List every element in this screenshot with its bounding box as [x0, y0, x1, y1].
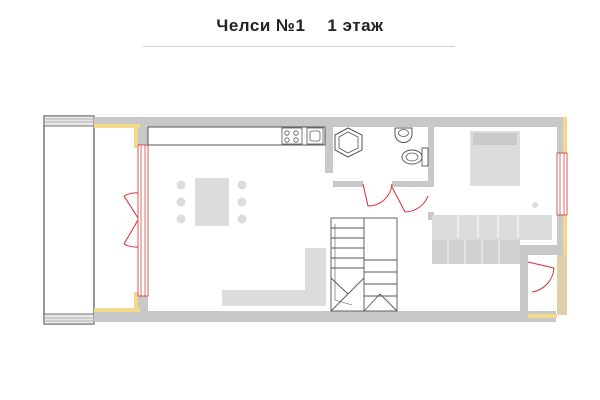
- terrace-door: [123, 192, 139, 248]
- stove-icon: [281, 127, 303, 145]
- terrace: [43, 115, 95, 325]
- sink-icon: [306, 127, 324, 145]
- lamp-icon: [532, 202, 538, 208]
- shower-icon: [334, 127, 363, 158]
- left-window: [137, 144, 149, 297]
- sofa-icon: [432, 215, 552, 264]
- plan-title: Челси №1 1 этаж: [0, 16, 600, 36]
- vestibule-door: [527, 261, 555, 293]
- bed-icon: [470, 131, 520, 186]
- kitchen-counter: [147, 126, 326, 146]
- living-platform: [222, 248, 326, 306]
- bathroom-doors: [362, 183, 429, 213]
- plan-name: Челси №1: [216, 16, 306, 35]
- interior-walls: [325, 127, 528, 295]
- title-divider: [143, 46, 455, 47]
- staircase-icon: [330, 217, 398, 312]
- right-window: [556, 152, 568, 216]
- floor-label: 1 этаж: [327, 16, 384, 35]
- toilet-icon: [401, 147, 429, 167]
- dining-table-icon: [176, 178, 247, 226]
- accent-walls: [94, 117, 567, 318]
- washbasin-icon: [394, 127, 413, 143]
